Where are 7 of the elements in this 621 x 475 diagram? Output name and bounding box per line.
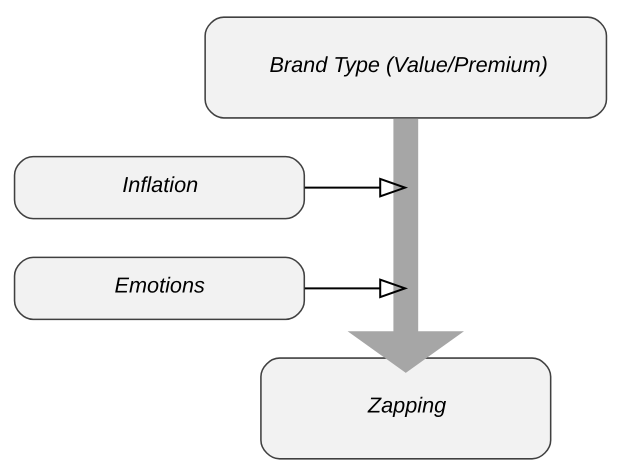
node-box: Emotions — [14, 256, 306, 320]
arrow — [304, 177, 408, 198]
node-box: Zapping — [260, 356, 552, 460]
node-box: Brand Type (Value/Premium) — [204, 16, 608, 118]
arrow — [348, 118, 464, 372]
arrow — [304, 278, 408, 298]
node-box: Inflation — [14, 155, 306, 219]
